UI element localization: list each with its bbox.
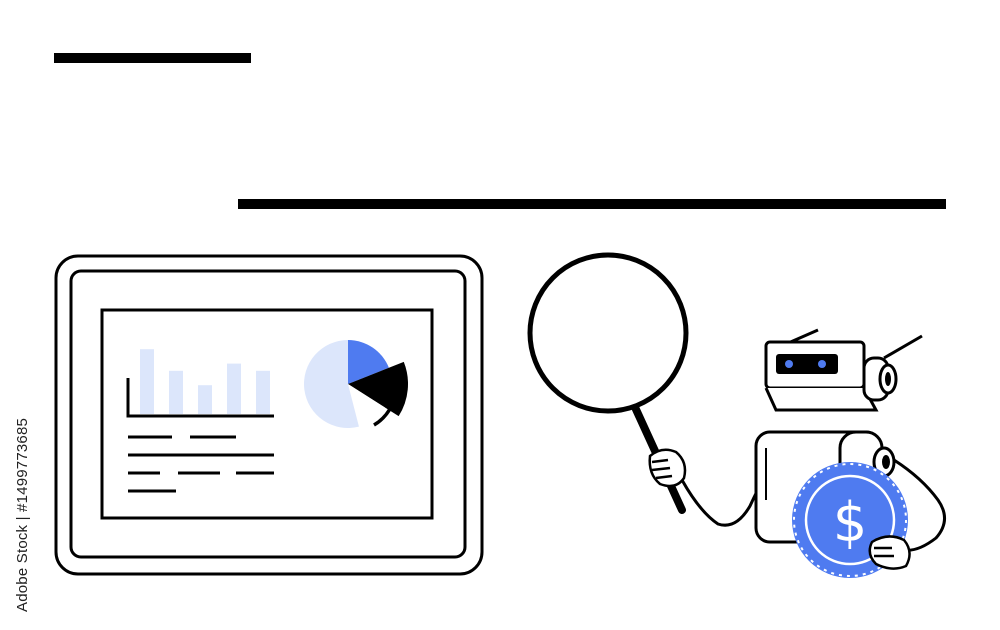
dashboard-bar-chart xyxy=(126,349,274,418)
subheading-placeholder-bar xyxy=(238,199,946,209)
chart-bar xyxy=(198,385,212,414)
robot-eye xyxy=(785,360,793,368)
dashboard-pie-chart xyxy=(304,340,408,428)
chart-axes xyxy=(126,378,274,418)
robot-right-hand xyxy=(868,535,911,570)
chart-bar xyxy=(256,370,270,414)
pie-outline-arc xyxy=(373,398,396,427)
pie-slice-white xyxy=(348,384,386,427)
robot-eye xyxy=(818,360,826,368)
stock-watermark-id: Adobe Stock | #1499773685 xyxy=(14,417,31,612)
coin-symbol: $ xyxy=(833,491,867,554)
chart-bar xyxy=(169,370,183,414)
heading-placeholder-bar xyxy=(54,53,251,63)
pie-slice-light xyxy=(304,340,359,428)
magnifying-glass-icon xyxy=(527,252,689,514)
pie-slice-blue xyxy=(348,340,389,384)
dashboard-text-lines xyxy=(128,435,274,493)
chart-bar xyxy=(140,349,154,414)
chart-bar xyxy=(227,363,241,414)
robot-left-hand xyxy=(648,448,687,488)
